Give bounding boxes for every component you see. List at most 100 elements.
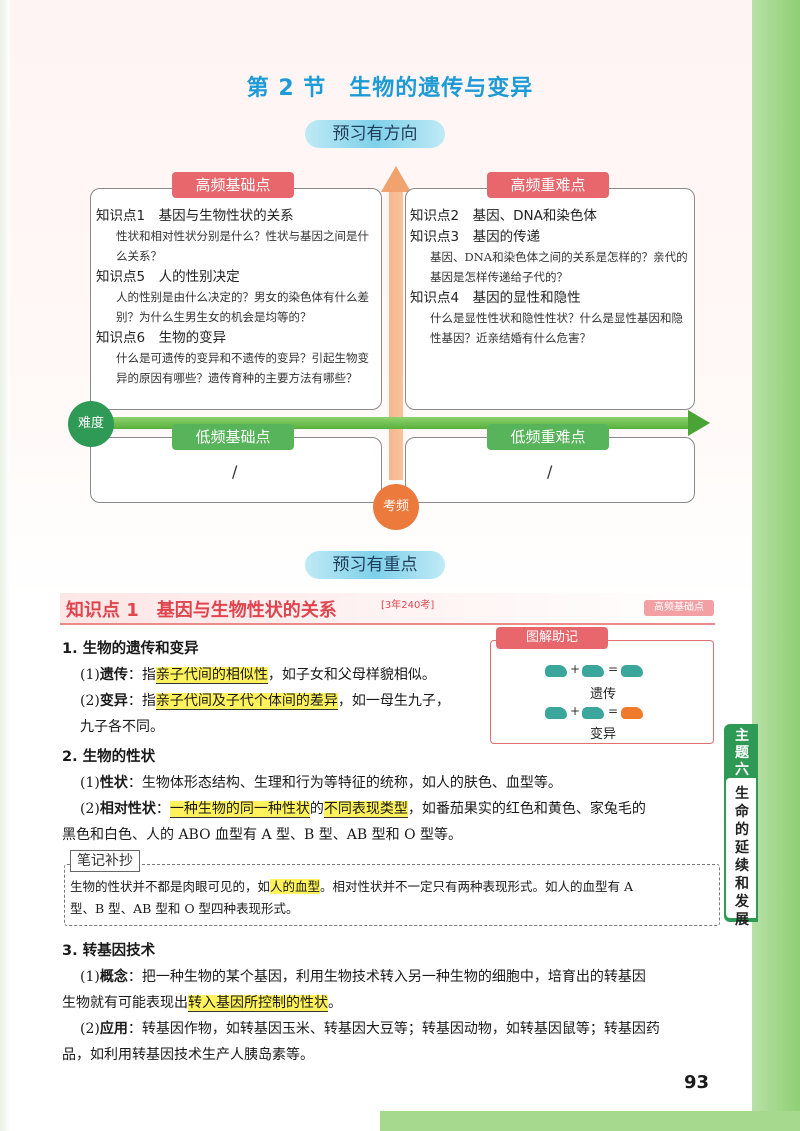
section-2: 2. 生物的性状 (1)性状：生物体形态结构、生理和行为等特征的统称，如人的肤色… [62, 744, 722, 848]
quadrant-high-freq-basic [90, 188, 382, 410]
kp6-title[interactable]: 知识点6 生物的变异 [96, 330, 227, 346]
term-relative-trait: 相对性状 [99, 801, 156, 817]
text: 。相对性状并不一定只有两种表现形式。如人的血型有 A [320, 879, 634, 894]
low-freq-hard-empty: / [547, 462, 553, 481]
text: 生物就有可能表现出 [62, 995, 188, 1011]
caption-variation: 变异 [590, 727, 617, 742]
p-prefix: (1) [80, 775, 100, 791]
text: ，如一母生九子， [337, 693, 450, 709]
knowledge-point-header [60, 593, 715, 625]
green-page-edge [752, 0, 800, 1131]
transgenic-concept-continued: 生物就有可能表现出转入基因所控制的性状。 [62, 990, 722, 1016]
tag-low-freq-hard: 低频重难点 [487, 424, 609, 450]
kp5-question: 人的性别是由什么决定的？男女的染色体有什么差别？为什么生男生女的机会是均等的？ [116, 290, 369, 324]
term-application: 应用 [99, 1021, 128, 1037]
parent-animal-icon [582, 665, 604, 677]
p-prefix: (1) [80, 667, 100, 683]
transgenic-application-continued: 品，如利用转基因技术生产人胰岛素等。 [62, 1047, 314, 1063]
theme-subtitle: 生命的延续和发展 [735, 786, 749, 928]
text: ：把一种生物的某个基因，利用生物技术转入另一种生物的细胞中，培育出的转基因 [127, 969, 646, 985]
text: ，如子女和父母样貌相似。 [267, 667, 436, 683]
p-prefix: (2) [80, 693, 100, 709]
highlight-same-trait: 一种生物的同一种性状 [169, 801, 310, 818]
quadrant-high-freq-hard [405, 188, 695, 410]
highlight-transgenic-trait: 转入基因所控制的性状 [188, 995, 328, 1012]
exam-count-badge: [3年240考] [381, 600, 435, 611]
kp4-title[interactable]: 知识点4 基因的显性和隐性 [410, 290, 581, 306]
kp3-title[interactable]: 知识点3 基因的传递 [410, 229, 541, 245]
trait-definition: (1)性状：生物体形态结构、生理和行为等特征的统称，如人的肤色、血型等。 [62, 770, 722, 796]
theme-label: 主题六 [735, 728, 749, 778]
plus-icon: + [570, 704, 581, 718]
heredity-definition: (1)遗传：指亲子代间的相似性，如子女和父母样貌相似。 [62, 662, 482, 688]
frequency-label: 考频 [373, 484, 419, 530]
diagram-box [490, 640, 714, 744]
kp5-title[interactable]: 知识点5 人的性别决定 [96, 269, 240, 285]
parent-animal-icon [545, 665, 567, 677]
transgenic-application: (2)应用：转基因作物，如转基因玉米、转基因大豆等；转基因动物，如转基因鼠等；转… [62, 1016, 722, 1042]
kp4-question: 什么是显性性状和隐性性状？什么是显性基因和隐性基因？近亲结婚有什么危害？ [430, 311, 683, 345]
text: ： [155, 801, 170, 817]
transgenic-concept: (1)概念：把一种生物的某个基因，利用生物技术转入另一种生物的细胞中，培育出的转… [62, 964, 722, 990]
frequency-axis-arrow [381, 166, 411, 192]
tag-high-freq-basic: 高频基础点 [172, 172, 294, 198]
knowledge-point-title: 知识点 1 基因与生物性状的关系 [66, 600, 337, 621]
kp1-question: 性状和相对性状分别是什么？性状与基因之间是什么关系？ [116, 229, 369, 263]
text: ：转基因作物，如转基因玉米、转基因大豆等；转基因动物，如转基因鼠等；转基因药 [127, 1021, 660, 1037]
kp6-question: 什么是可遗传的变异和不遗传的变异？引起生物变异的原因有哪些？遗传育种的主要方法有… [116, 351, 369, 385]
p-prefix: (2) [80, 1021, 100, 1037]
high-freq-hard-list: 知识点2 基因、DNA和染色体 知识点3 基因的传递 基因、DNA和染色体之间的… [410, 205, 692, 348]
note-text: 生物的性状并不都是肉眼可见的，如人的血型。相对性状并不一定只有两种表现形式。如人… [70, 876, 710, 920]
text: ，如番茄果实的红色和黄色、家兔毛的 [407, 801, 646, 817]
left-margin [0, 0, 10, 1131]
kp2-title[interactable]: 知识点2 基因、DNA和染色体 [410, 208, 597, 224]
note-box [64, 864, 720, 926]
parent-animal-icon [545, 707, 567, 719]
note-tag: 笔记补抄 [70, 850, 140, 872]
p-prefix: (1) [80, 969, 100, 985]
banner-preview-focus: 预习有重点 [305, 551, 445, 579]
kp1-title[interactable]: 知识点1 基因与生物性状的关系 [96, 208, 294, 224]
term-trait: 性状 [99, 775, 128, 791]
section-3-heading: 3. 转基因技术 [62, 943, 156, 959]
equals-icon: = [608, 662, 619, 676]
text: 生物的性状并不都是肉眼可见的，如 [70, 879, 271, 894]
caption-heredity: 遗传 [590, 687, 617, 702]
highlight-blood-type: 人的血型 [270, 879, 321, 894]
relative-trait-definition: (2)相对性状：一种生物的同一种性状的不同表现类型，如番茄果实的红色和黄色、家兔… [62, 796, 722, 822]
text: ：指 [127, 667, 156, 683]
text: ：生物体形态结构、生理和行为等特征的统称，如人的肤色、血型等。 [127, 775, 562, 791]
frequency-tag: 高频基础点 [644, 600, 714, 616]
relative-trait-continued: 黑色和白色、人的 ABO 血型有 A 型、B 型、AB 型和 O 型等。 [62, 827, 463, 843]
tag-high-freq-hard: 高频重难点 [487, 172, 609, 198]
difficulty-label: 难度 [68, 401, 114, 447]
variation-continued: 九子各不同。 [80, 719, 164, 735]
section-1-heading: 1. 生物的遗传和变异 [62, 641, 199, 657]
plus-icon: + [570, 662, 581, 676]
term-variation: 变异 [99, 693, 128, 709]
offspring-animal-icon [621, 665, 643, 677]
parent-animal-icon [582, 707, 604, 719]
low-freq-basic-empty: / [232, 462, 238, 481]
text: 型、B 型、AB 型和 O 型四种表现形式。 [70, 901, 299, 916]
difficulty-axis-arrow [688, 410, 710, 436]
p-prefix: (2) [80, 801, 100, 817]
green-bottom-edge [380, 1111, 800, 1131]
text: ：指 [127, 693, 156, 709]
highlight-variation: 亲子代间及子代个体间的差异 [155, 693, 338, 710]
section-2-heading: 2. 生物的性状 [62, 749, 156, 765]
high-freq-basic-list: 知识点1 基因与生物性状的关系 性状和相对性状分别是什么？性状与基因之间是什么关… [96, 205, 378, 388]
tag-low-freq-basic: 低频基础点 [172, 424, 294, 450]
term-concept: 概念 [99, 969, 128, 985]
variation-definition: (2)变异：指亲子代间及子代个体间的差异，如一母生九子， [62, 688, 482, 714]
banner-preview-direction: 预习有方向 [305, 120, 445, 148]
section-1: 1. 生物的遗传和变异 (1)遗传：指亲子代间的相似性，如子女和父母样貌相似。 … [62, 636, 482, 740]
kp3-question: 基因、DNA和染色体之间的关系是怎样的？亲代的基因是怎样传递给子代的？ [430, 250, 688, 284]
equals-icon: = [608, 704, 619, 718]
diagram-tag: 图解助记 [496, 627, 608, 649]
section-title: 第 2 节 生物的遗传与变异 [246, 76, 534, 101]
section-3: 3. 转基因技术 (1)概念：把一种生物的某个基因，利用生物技术转入另一种生物的… [62, 938, 722, 1068]
text: 。 [328, 995, 342, 1011]
highlight-different-types: 不同表现类型 [323, 801, 408, 818]
